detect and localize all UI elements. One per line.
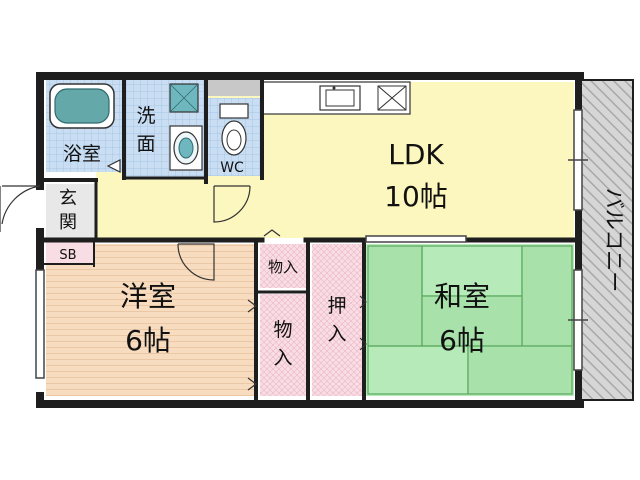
closet-upper-label: 物入 [268, 258, 298, 276]
closet-lower-floor [260, 294, 306, 396]
bathtub-icon [49, 83, 115, 129]
balcony-label: バルコニー [602, 188, 626, 293]
oshiire-label-2: 入 [327, 323, 346, 345]
bath-label: 浴室 [63, 143, 101, 165]
shoebox-label: SB [59, 248, 76, 263]
western-room-size: 6帖 [125, 324, 171, 357]
washroom-label-2: 面 [136, 133, 155, 155]
wc-label: WC [220, 160, 244, 176]
ldk-size: 10帖 [384, 180, 448, 213]
japanese-room-label: 和室 [434, 280, 490, 313]
closet-lower-label-2: 入 [273, 347, 292, 369]
entrance-floor [46, 184, 96, 240]
doors [0, 159, 367, 391]
entrance-label-2: 関 [59, 212, 77, 233]
western-room-floor [46, 244, 254, 396]
ldk-label: LDK [388, 138, 444, 171]
shoebox-floor [46, 242, 94, 264]
windows [35, 109, 588, 379]
washroom-label-1: 洗 [136, 105, 155, 127]
balcony [580, 79, 634, 401]
western-room-label: 洋室 [120, 280, 176, 313]
washbasin-icon [169, 83, 203, 171]
oshiire-label-1: 押 [327, 295, 346, 317]
oshiire-floor [312, 244, 362, 396]
closet-lower-label-1: 物 [273, 319, 292, 341]
japanese-room-size: 6帖 [439, 324, 485, 357]
kitchen-counter [261, 81, 411, 115]
closet-upper-floor [260, 244, 306, 288]
walls [36, 72, 584, 408]
tatami-mats [367, 245, 573, 395]
wc-header [208, 80, 260, 96]
entrance-label-1: 玄 [59, 188, 77, 209]
toilet-icon [219, 103, 249, 156]
